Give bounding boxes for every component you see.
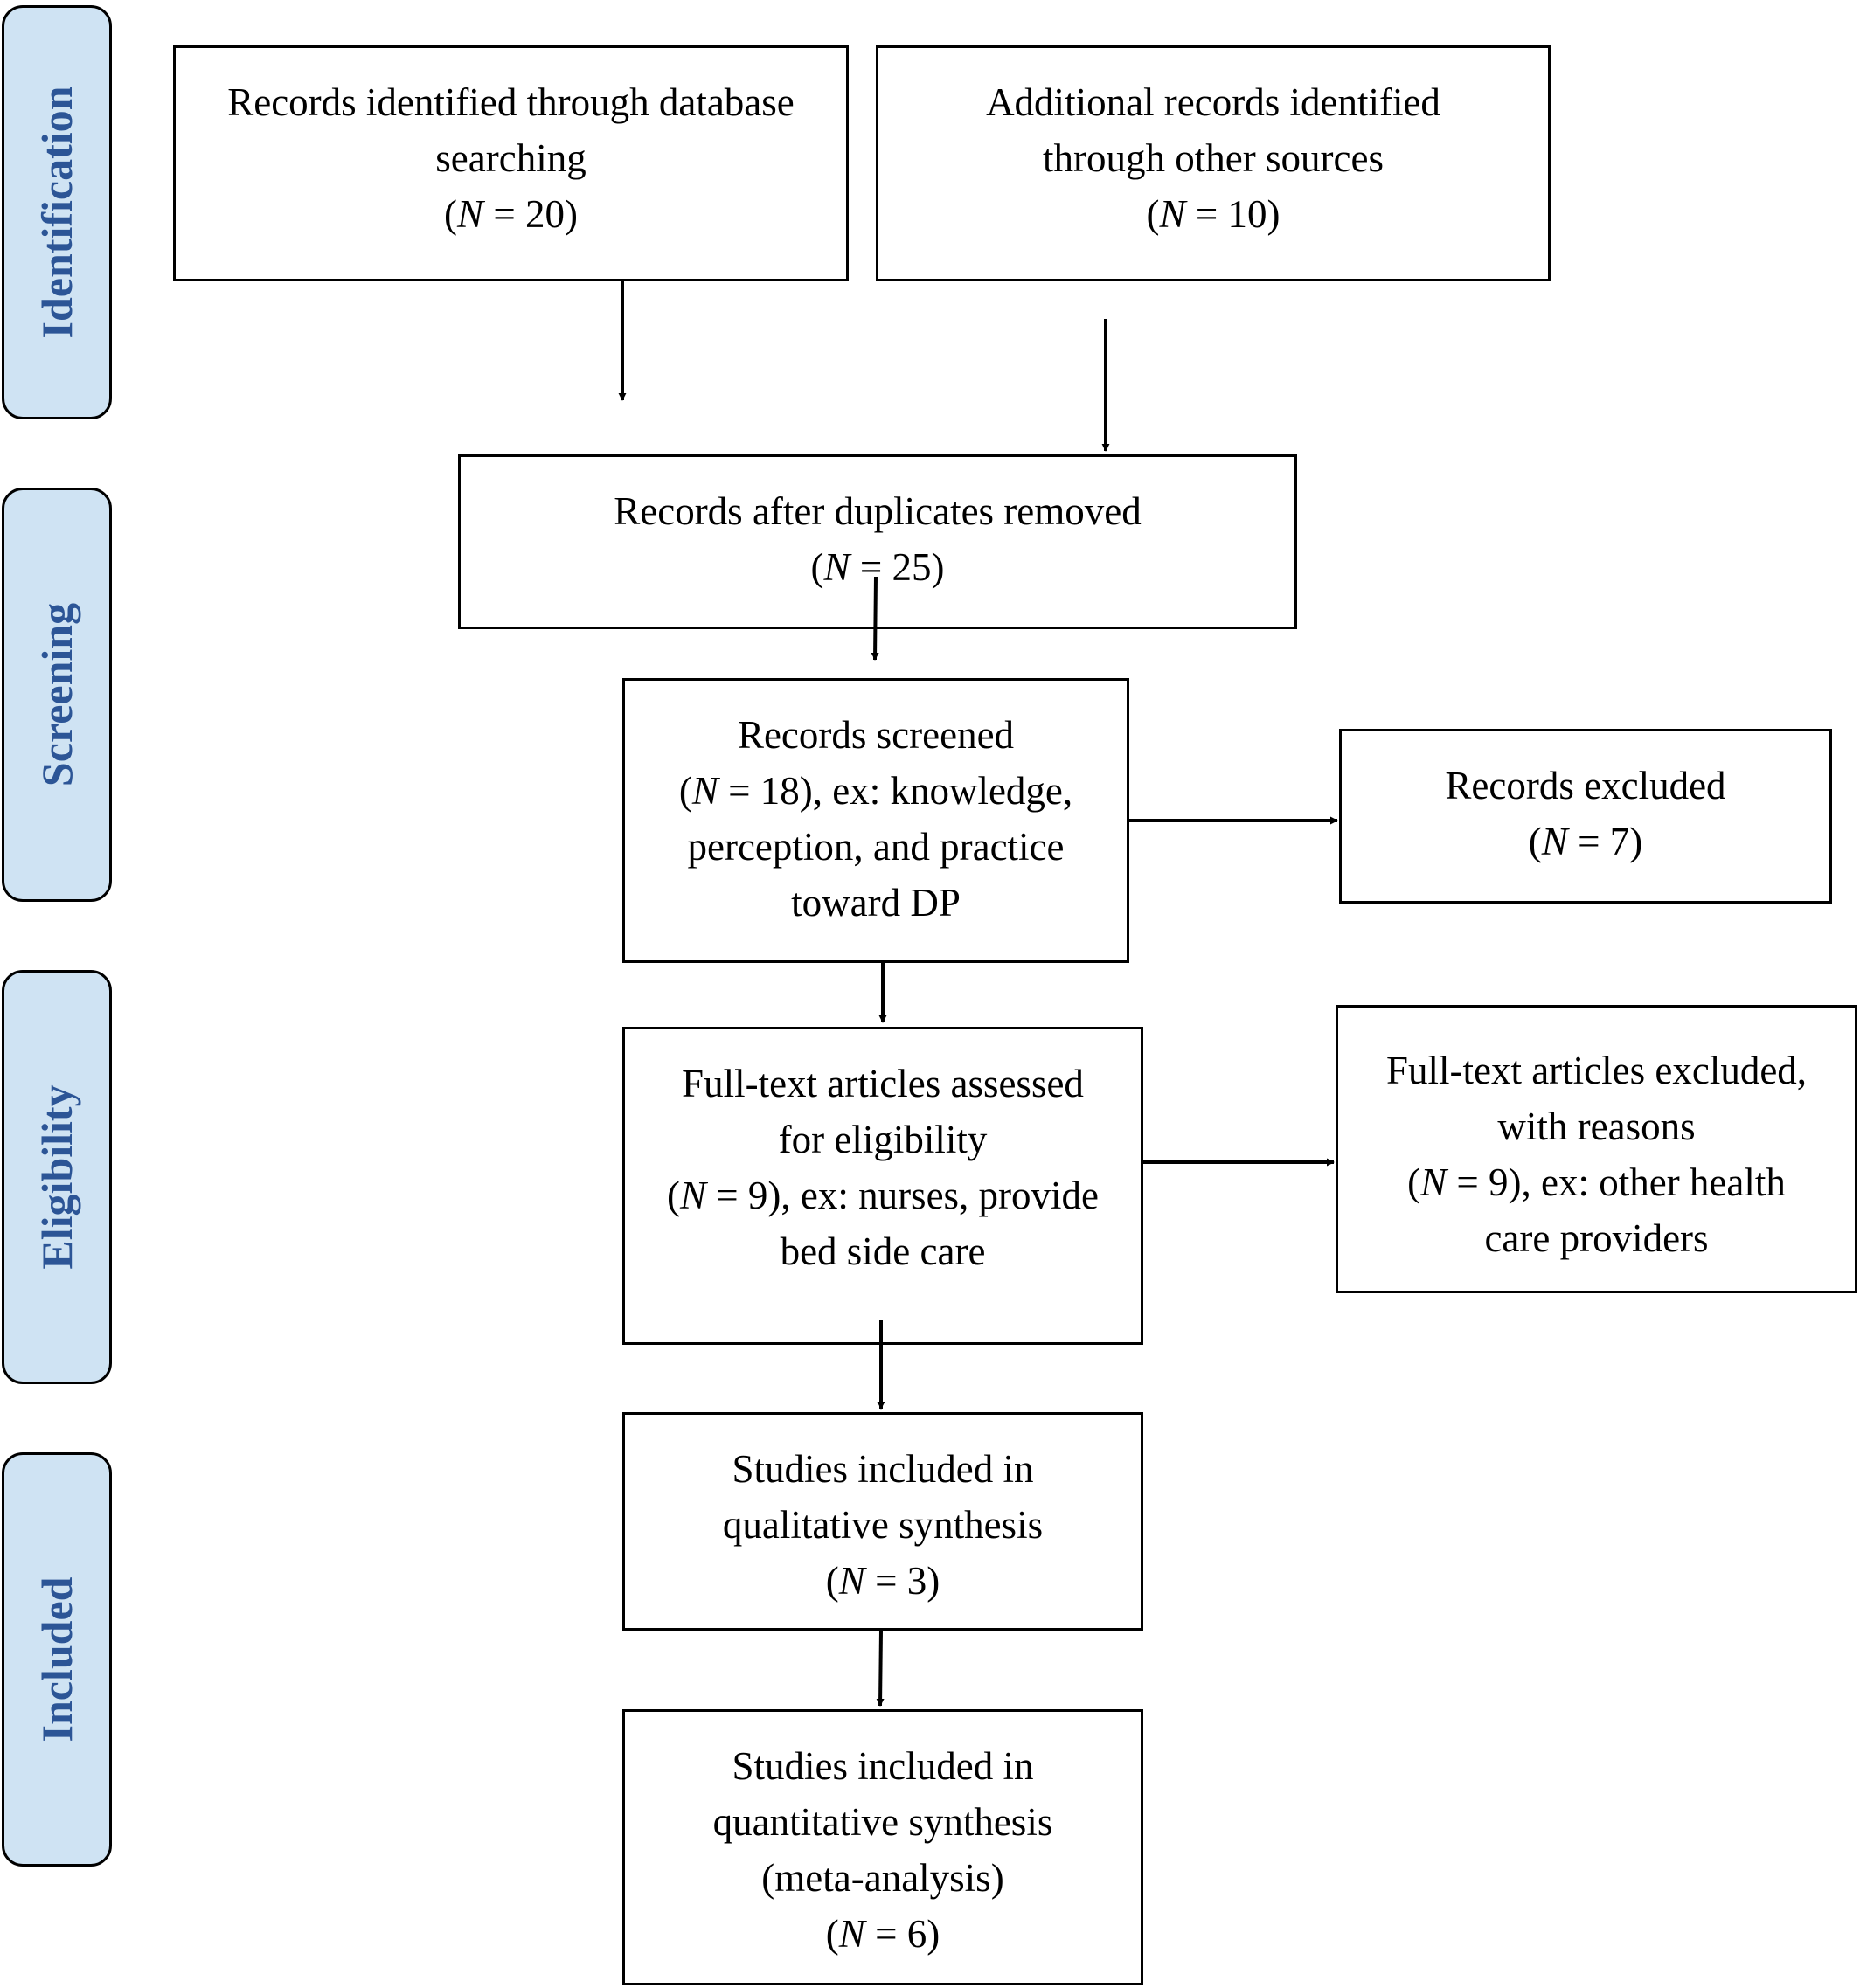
box-records-excluded: Records excluded (N = 7): [1339, 729, 1832, 904]
box-fulltext-excluded-line2: with reasons: [1497, 1105, 1696, 1148]
box-fulltext-assessed: Full-text articles assessed for eligibil…: [622, 1027, 1143, 1345]
box-quantitative-synthesis: Studies included in quantitative synthes…: [622, 1709, 1143, 1985]
box-fulltext-count: (N = 9), ex: nurses, provide: [666, 1174, 1100, 1217]
box-database-records: Records identified through database sear…: [173, 45, 849, 281]
box-screened-line1: Records screened: [737, 713, 1015, 757]
box-fulltext-line2: for eligibility: [778, 1118, 988, 1161]
box-qualitative-count: (N = 3): [825, 1559, 940, 1603]
box-quantitative-line3: (meta-analysis): [761, 1856, 1004, 1900]
box-fulltext-line1: Full-text articles assessed: [682, 1062, 1084, 1105]
arrow-qualitative-to-quantitative: [876, 1630, 885, 1707]
box-duplicates-count: (N = 25): [810, 545, 945, 589]
phase-included: Included: [2, 1452, 112, 1867]
box-records-screened: Records screened (N = 18), ex: knowledge…: [622, 678, 1129, 963]
box-database-line1: Records identified through database: [227, 80, 795, 124]
box-other-sources-line1: Additional records identified: [986, 80, 1440, 124]
box-other-sources-line2: through other sources: [1043, 136, 1384, 180]
box-duplicates-line1: Records after duplicates removed: [614, 489, 1142, 533]
box-quantitative-line2: quantitative synthesis: [712, 1800, 1053, 1844]
arrow-duplicates-to-screened: [871, 576, 879, 661]
box-excluded-count: (N = 7): [1528, 820, 1643, 863]
box-excluded-line1: Records excluded: [1445, 764, 1726, 807]
box-quantitative-count: (N = 6): [825, 1912, 940, 1956]
box-fulltext-line4: bed side care: [780, 1230, 986, 1273]
box-qualitative-line2: qualitative synthesis: [722, 1503, 1044, 1547]
phase-screening: Screening: [2, 488, 112, 902]
box-fulltext-excluded: Full-text articles excluded, with reason…: [1336, 1005, 1857, 1293]
box-fulltext-excluded-line4: care providers: [1484, 1216, 1709, 1260]
box-duplicates-removed: Records after duplicates removed (N = 25…: [458, 454, 1297, 629]
box-fulltext-excluded-line1: Full-text articles excluded,: [1385, 1049, 1808, 1092]
box-fulltext-excluded-count: (N = 9), ex: other health: [1407, 1160, 1786, 1204]
box-database-line2: searching: [435, 136, 586, 180]
box-other-sources: Additional records identified through ot…: [876, 45, 1551, 281]
box-screened-line3: perception, and practice: [687, 825, 1065, 869]
box-qualitative-line1: Studies included in: [732, 1447, 1034, 1491]
phase-identification: Identification: [2, 5, 112, 419]
box-database-count: (N = 20): [444, 192, 578, 236]
box-screened-count: (N = 18), ex: knowledge,: [678, 769, 1073, 813]
box-quantitative-line1: Studies included in: [732, 1744, 1034, 1788]
box-other-sources-count: (N = 10): [1146, 192, 1280, 236]
phase-eligibility: Eligibility: [2, 970, 112, 1384]
box-qualitative-synthesis: Studies included in qualitative synthesi…: [622, 1412, 1143, 1631]
box-screened-line4: toward DP: [791, 881, 961, 925]
